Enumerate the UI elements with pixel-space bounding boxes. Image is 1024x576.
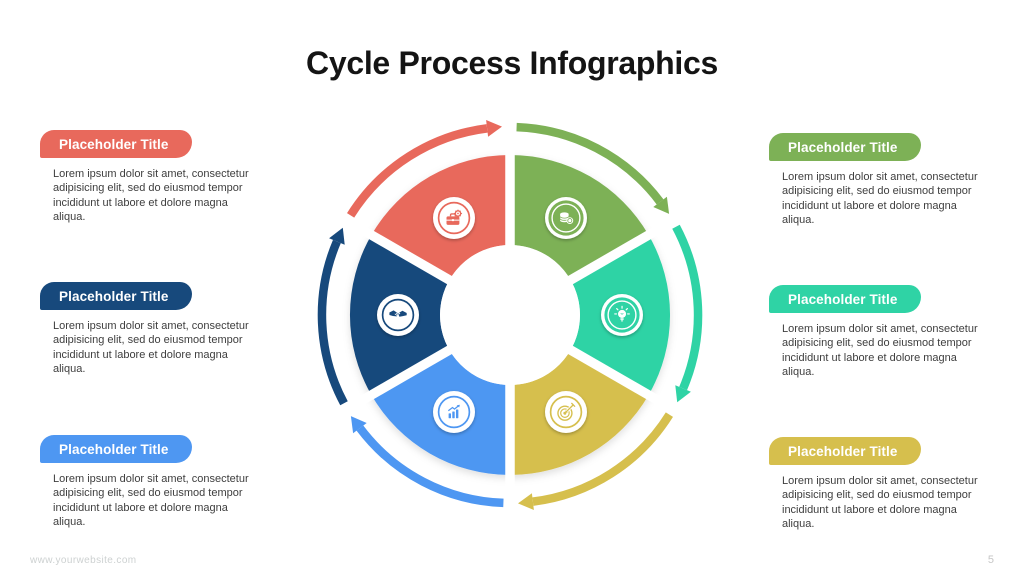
- card-title: Placeholder Title: [59, 288, 169, 304]
- segment-gap: [556, 338, 662, 406]
- card-body-text: Lorem ipsum dolor sit amet, consectetur …: [53, 320, 249, 375]
- segment-gap: [358, 224, 464, 292]
- cycle-arrow-idea: [672, 224, 703, 403]
- coins-icon: [545, 197, 587, 239]
- target-arrow-icon: [545, 391, 587, 433]
- card-body-text: Lorem ipsum dolor sit amet, consectetur …: [782, 475, 978, 530]
- cycle-arrow-growth: [350, 416, 504, 508]
- page-title: Cycle Process Infographics: [306, 45, 718, 82]
- card-title-badge: Placeholder Title: [769, 437, 921, 465]
- briefcase-gear-icon: [433, 197, 475, 239]
- cycle-arrow-finance: [516, 122, 670, 214]
- lightbulb-icon: [601, 294, 643, 336]
- cycle-arrow-partnership: [317, 227, 348, 406]
- card-title: Placeholder Title: [788, 443, 898, 459]
- card-title-badge: Placeholder Title: [40, 282, 192, 310]
- bar-chart-icon: [433, 391, 475, 433]
- cycle-arrow-business: [346, 120, 502, 218]
- segment-gap: [556, 224, 662, 292]
- placeholder-card-5: Placeholder Title Lorem ipsum dolor sit …: [769, 285, 981, 379]
- segment-gap: [358, 338, 464, 406]
- card-title-badge: Placeholder Title: [40, 130, 192, 158]
- cycle-arrow-target: [518, 412, 674, 510]
- card-title: Placeholder Title: [788, 291, 898, 307]
- website-url: www.yourwebsite.com: [30, 555, 137, 566]
- card-title: Placeholder Title: [59, 136, 169, 152]
- handshake-icon: [377, 294, 419, 336]
- card-title-badge: Placeholder Title: [40, 435, 192, 463]
- cycle-wheel-svg: [317, 120, 703, 510]
- placeholder-card-3: Placeholder Title Lorem ipsum dolor sit …: [40, 435, 252, 529]
- placeholder-card-2: Placeholder Title Lorem ipsum dolor sit …: [40, 282, 252, 376]
- placeholder-card-6: Placeholder Title Lorem ipsum dolor sit …: [769, 437, 981, 531]
- card-title-badge: Placeholder Title: [769, 285, 921, 313]
- card-title-badge: Placeholder Title: [769, 133, 921, 161]
- card-body-text: Lorem ipsum dolor sit amet, consectetur …: [782, 171, 978, 226]
- page-number: 5: [987, 554, 994, 566]
- card-title: Placeholder Title: [59, 441, 169, 457]
- placeholder-card-1: Placeholder Title Lorem ipsum dolor sit …: [40, 130, 252, 224]
- card-title: Placeholder Title: [788, 139, 898, 155]
- card-body-text: Lorem ipsum dolor sit amet, consectetur …: [782, 323, 978, 378]
- card-body-text: Lorem ipsum dolor sit amet, consectetur …: [53, 473, 249, 528]
- placeholder-card-4: Placeholder Title Lorem ipsum dolor sit …: [769, 133, 981, 227]
- wheel-center: [440, 245, 580, 385]
- card-body-text: Lorem ipsum dolor sit amet, consectetur …: [53, 168, 249, 223]
- cycle-wheel-diagram: [300, 105, 720, 525]
